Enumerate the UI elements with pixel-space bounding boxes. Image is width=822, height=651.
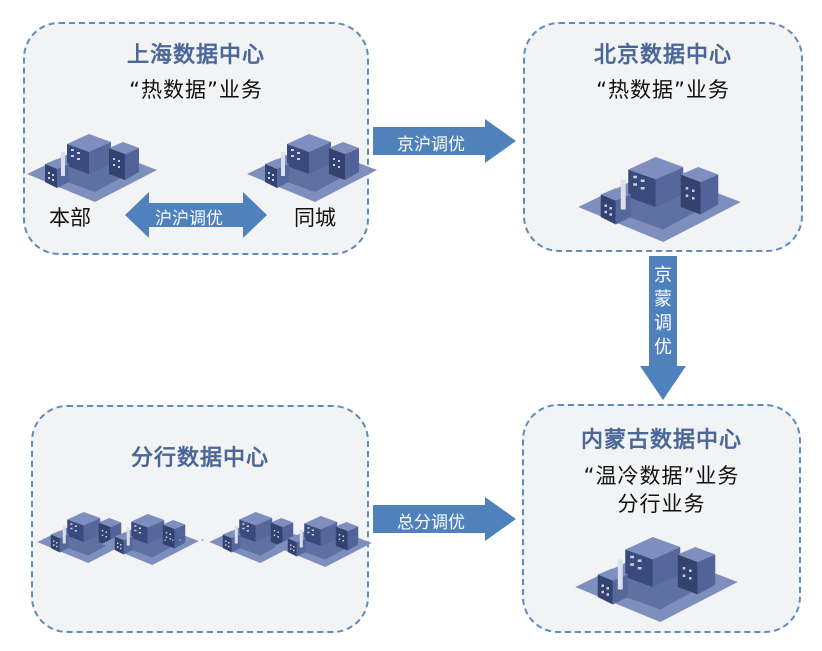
building-cluster-icon [574, 522, 739, 626]
building-cluster-icon [36, 503, 136, 567]
branch-title: 分行数据中心 [130, 446, 269, 471]
building-cluster-icon [27, 122, 157, 206]
hu-hu-label: 沪沪调优 [155, 209, 223, 229]
jing-meng-char: 京 [654, 265, 672, 286]
building-cluster-icon [208, 503, 308, 567]
ellipsis-dots: ······ [163, 533, 208, 549]
beijing-datacenter-box: 北京数据中心 “热数据”业务 [523, 22, 803, 252]
shanghai-subtitle: “热数据”业务 [129, 78, 263, 102]
jing-hu-label: 京沪调优 [397, 135, 465, 155]
shanghai-title: 上海数据中心 [126, 43, 265, 68]
arrow-down-icon [640, 256, 686, 400]
jing-hu-arrow: 京沪调优 [373, 119, 516, 163]
inner-mongolia-subtitle-2: 分行业务 [617, 492, 706, 516]
beijing-subtitle: “热数据”业务 [596, 78, 730, 102]
building-cluster-icon [577, 142, 742, 246]
inner-mongolia-datacenter-box: 内蒙古数据中心 “温冷数据”业务 分行业务 [522, 404, 801, 633]
jing-meng-char: 优 [654, 337, 672, 358]
building-cluster-icon [273, 507, 373, 571]
site-label-headquarters: 本部 [49, 206, 91, 230]
zong-fen-label: 总分调优 [397, 513, 465, 533]
double-arrow-icon [125, 192, 267, 238]
hu-hu-double-arrow: 沪沪调优 [125, 192, 267, 238]
zong-fen-arrow: 总分调优 [373, 497, 516, 541]
site-label-same-city: 同城 [294, 206, 336, 230]
building-cluster-icon [247, 122, 377, 206]
jing-meng-char: 调 [654, 313, 672, 334]
shanghai-datacenter-box: 上海数据中心 “热数据”业务 [23, 22, 377, 255]
jing-meng-char: 蒙 [654, 289, 672, 310]
jing-meng-arrow: 京 蒙 调 优 [640, 256, 686, 400]
arrow-right-icon [373, 497, 516, 541]
arrow-right-icon [373, 119, 516, 163]
beijing-title: 北京数据中心 [593, 43, 732, 68]
jing-meng-label: 京 蒙 调 优 [652, 264, 674, 360]
branch-datacenter-box: 分行数据中心 [31, 405, 372, 633]
inner-mongolia-title: 内蒙古数据中心 [580, 428, 742, 453]
building-cluster-icon [100, 505, 200, 569]
inner-mongolia-subtitle-1: “温冷数据”业务 [583, 464, 740, 488]
